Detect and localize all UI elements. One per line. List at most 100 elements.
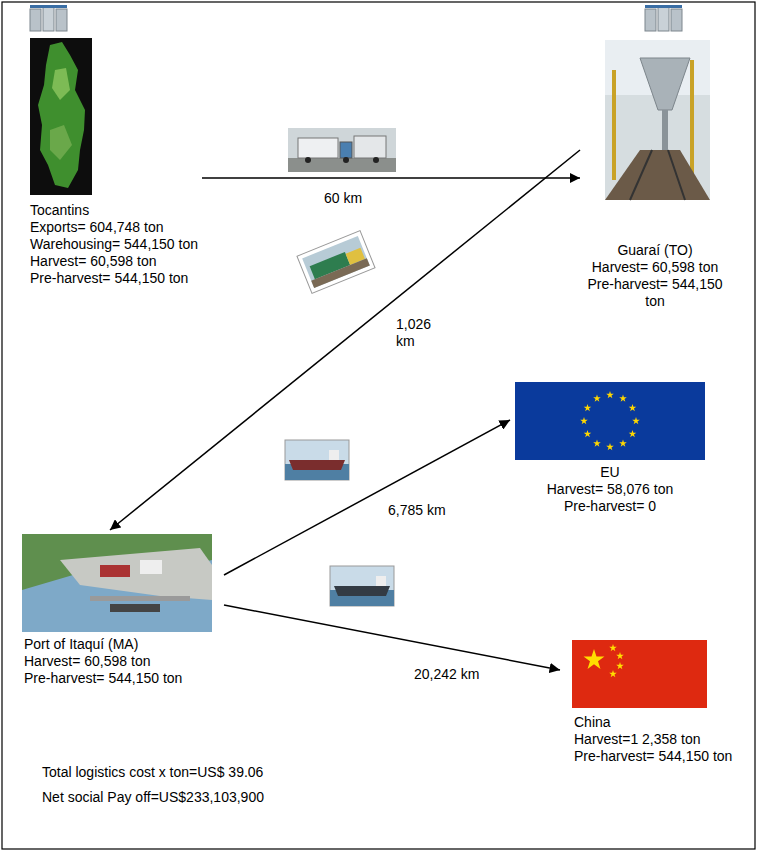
silo-body xyxy=(658,7,669,31)
location-node: EUHarvest= 58,076 tonPre-harvest= 0 xyxy=(510,378,710,519)
star xyxy=(629,430,637,437)
photo-ground xyxy=(285,440,349,480)
star xyxy=(619,395,627,402)
star xyxy=(629,404,637,411)
summary-note: Total logistics cost x ton=US$ 39.06 xyxy=(42,764,263,781)
tonnage-text: Pre-harvest= 544,150 ton xyxy=(30,270,198,287)
photo-ground xyxy=(302,236,370,288)
star xyxy=(609,670,617,677)
silo-body xyxy=(671,9,682,31)
tonnage-text: Harvest= 58,076 ton xyxy=(514,481,706,498)
silo-icon xyxy=(645,5,682,31)
location-node: Guaraí (TO)Harvest= 60,598 tonPre-harves… xyxy=(580,32,730,314)
tonnage-text: Pre-harvest= 544,150 ton xyxy=(574,748,732,765)
star xyxy=(606,443,614,450)
map-detail xyxy=(52,68,70,100)
place-name: Port of Itaquí (MA) xyxy=(24,636,220,653)
location-node: Port of Itaquí (MA)Harvest= 60,598 tonPr… xyxy=(20,530,224,691)
cab xyxy=(340,142,352,158)
silo-roof xyxy=(30,5,67,8)
hull xyxy=(334,586,390,596)
tonnage-text: Harvest= 60,598 ton xyxy=(584,259,726,276)
map-ground xyxy=(30,38,92,195)
trailer xyxy=(354,136,386,158)
wheel xyxy=(373,157,379,163)
star xyxy=(584,649,605,669)
state-map xyxy=(30,38,92,195)
distance-label: 1,026 km xyxy=(394,316,448,350)
route-arrow xyxy=(224,605,560,670)
silo-icon xyxy=(30,5,67,31)
silo-body xyxy=(30,9,41,31)
silo-roof xyxy=(645,5,682,8)
photo-ground xyxy=(330,566,394,606)
bridge xyxy=(329,450,339,460)
summary-note: Net social Pay off=US$233,103,900 xyxy=(42,789,264,806)
warehouse xyxy=(100,565,130,577)
photo-border xyxy=(297,231,375,294)
flag-field xyxy=(572,640,707,708)
map-detail xyxy=(50,125,72,160)
warehouse xyxy=(140,560,162,574)
photo-ground xyxy=(605,40,710,200)
flag-stars xyxy=(584,644,624,677)
tonnage-text: Harvest= 60,598 ton xyxy=(24,653,220,670)
trailer xyxy=(298,138,338,158)
star xyxy=(619,440,627,447)
star xyxy=(609,644,617,651)
place-name: EU xyxy=(514,464,706,481)
china-flag xyxy=(572,640,707,708)
star xyxy=(593,395,601,402)
rail-bed xyxy=(605,150,710,200)
pole xyxy=(690,60,694,180)
rail xyxy=(630,150,652,200)
tonnage-text: Exports= 604,748 ton xyxy=(30,219,198,236)
terminal-photo xyxy=(605,40,710,200)
location-node: TocantinsExports= 604,748 tonWarehousing… xyxy=(26,32,202,291)
distance-label: 6,785 km xyxy=(386,502,448,519)
place-name: Tocantins xyxy=(30,202,198,219)
distance-label: 20,242 km xyxy=(412,666,481,683)
state-shape xyxy=(38,42,85,188)
hull xyxy=(289,460,345,470)
tonnage-text: Pre-harvest= 544,150 ton xyxy=(584,276,726,310)
train-photo xyxy=(297,231,375,294)
port-photo xyxy=(22,534,212,632)
ship xyxy=(110,604,160,612)
silo-body xyxy=(645,9,656,31)
star xyxy=(580,417,588,424)
wheel xyxy=(343,157,349,163)
tonnage-text: Warehousing= 544,150 ton xyxy=(30,236,198,253)
tonnage-text: Harvest= 60,598 ton xyxy=(30,253,198,270)
star xyxy=(632,417,640,424)
star xyxy=(606,391,614,398)
bridge xyxy=(376,576,386,586)
truck-photo xyxy=(288,128,396,172)
tonnage-text: Pre-harvest= 0 xyxy=(514,498,706,515)
distance-label: 60 km xyxy=(322,190,364,207)
route-arrow xyxy=(224,420,510,575)
route-arrow xyxy=(202,177,580,179)
pole xyxy=(612,70,616,180)
silo-body xyxy=(56,9,67,31)
flag-field xyxy=(515,382,705,460)
hopper xyxy=(640,58,690,110)
star xyxy=(616,662,624,669)
port-yard xyxy=(60,548,212,600)
ship-photo xyxy=(330,566,394,606)
star xyxy=(584,404,592,411)
star xyxy=(593,440,601,447)
flag-stars xyxy=(580,391,640,450)
pier xyxy=(90,596,190,601)
place-name: Guaraí (TO) xyxy=(584,242,726,259)
wheel xyxy=(305,157,311,163)
rail xyxy=(668,150,685,200)
location-node: ChinaHarvest=1 2,358 tonPre-harvest= 544… xyxy=(560,636,746,769)
place-name: China xyxy=(574,714,732,731)
track xyxy=(311,258,370,288)
water xyxy=(22,534,212,632)
